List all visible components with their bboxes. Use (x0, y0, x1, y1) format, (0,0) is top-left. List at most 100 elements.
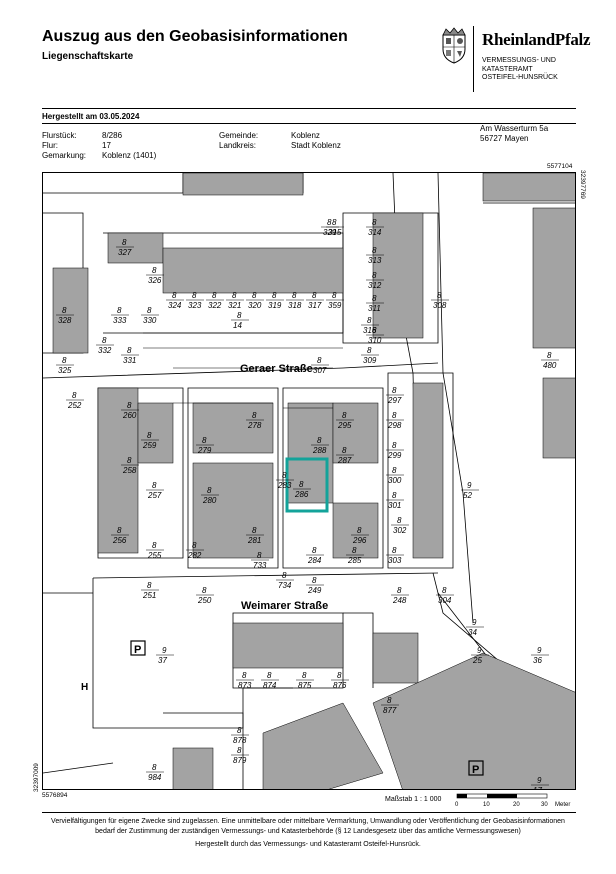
office-address: Am Wasserturm 5a 56727 Mayen (480, 124, 548, 144)
parcel-denominator: 279 (197, 446, 212, 455)
parcel-numerator: 8 (282, 571, 287, 580)
parcel-denominator: 359 (328, 301, 342, 310)
parcel-denominator: 307 (313, 366, 327, 375)
parcel-numerator: 8 (152, 763, 157, 772)
parcel-numerator: 8 (547, 351, 552, 360)
gemarkung-label: Gemarkung: (42, 151, 87, 160)
parcel-denominator: 480 (543, 361, 557, 370)
parcel-numerator: 8 (267, 671, 272, 680)
parcel-numerator: 9 (477, 646, 482, 655)
parcel-numerator: 8 (232, 291, 237, 300)
parcel-denominator: 260 (122, 411, 137, 420)
parcel-numerator: 8 (327, 218, 332, 227)
parcel-numerator: 8 (62, 306, 67, 315)
org-line-1: VERMESSUNGS- UND (482, 57, 556, 64)
meta-values-left: 8/286 17 Koblenz (1401) (102, 131, 156, 161)
parcel-numerator: 8 (152, 266, 157, 275)
parcel-denominator: 876 (333, 681, 347, 690)
parking-symbol-2 (468, 760, 484, 776)
parcel-denominator: 257 (147, 491, 162, 500)
parcel-denominator: 281 (247, 536, 261, 545)
parcel-denominator: 879 (233, 756, 247, 765)
parcel-numerator: 8 (392, 441, 397, 450)
parcel-denominator: 280 (202, 496, 217, 505)
parcel-denominator: 316 (363, 326, 377, 335)
parcel-denominator: 17 (533, 786, 542, 790)
parcel-denominator: 873 (238, 681, 252, 690)
flurstueck-value: 8/286 (102, 131, 123, 140)
parcel-numerator: 8 (202, 436, 207, 445)
parcel-denominator: 283 (277, 481, 292, 490)
org-line-2: KATASTERAMT (482, 65, 533, 73)
parcel-denominator: 323 (188, 301, 202, 310)
org-line-3: OSTEIFEL-HUNSRÜCK (482, 74, 558, 82)
parcel-denominator: 312 (368, 281, 382, 290)
parcel-numerator: 8 (372, 294, 377, 303)
parcel-denominator: 252 (67, 401, 82, 410)
parcel-numerator: 8 (372, 218, 377, 227)
parcel-denominator: 329 (323, 228, 337, 237)
meta-labels-right: Gemeinde: Landkreis: (219, 131, 258, 151)
parcel-numerator: 8 (302, 671, 307, 680)
parcel-denominator: 284 (307, 556, 322, 565)
scale-unit: Meter (555, 802, 570, 808)
legal-line-3: Hergestellt durch das Vermessungs- und K… (195, 841, 421, 848)
landkreis-label: Landkreis: (219, 141, 256, 150)
coord-top-right: 5577104 (547, 163, 573, 170)
parcel-denominator: 52 (463, 491, 472, 500)
parcel-denominator: 318 (288, 301, 302, 310)
parcel-numerator: 8 (387, 696, 392, 705)
parcel-denominator: 875 (298, 681, 312, 690)
parcel-denominator: 319 (268, 301, 282, 310)
legal-notice: Vervielfältigungen für eigene Zwecke sin… (30, 817, 586, 850)
parcel-denominator: 300 (388, 476, 402, 485)
parcel-denominator: 324 (168, 301, 182, 310)
parcel-denominator: 249 (307, 586, 322, 595)
parcel-numerator: 8 (342, 446, 347, 455)
parcel-denominator: 326 (148, 276, 162, 285)
parcel-denominator: 259 (142, 441, 157, 450)
parcel-denominator: 296 (352, 536, 367, 545)
parcel-denominator: 313 (368, 256, 382, 265)
footer-rule (42, 812, 576, 813)
parcel-denominator: 332 (98, 346, 112, 355)
parcel-denominator: 258 (122, 466, 137, 475)
parcel-denominator: 309 (363, 356, 377, 365)
parcel-numerator: 8 (207, 486, 212, 495)
parcel-numerator: 8 (122, 238, 127, 247)
parcel-denominator: 303 (388, 556, 402, 565)
parcel-numerator: 8 (317, 356, 322, 365)
scale-bar: 0 10 20 30 Meter (455, 793, 570, 808)
document-title: Auszug aus den Geobasisinformationen (42, 28, 348, 45)
highlighted-parcel[interactable] (285, 457, 329, 513)
parcel-denominator: 330 (143, 316, 157, 325)
parcel-numerator: 8 (147, 581, 152, 590)
parcel-denominator: 34 (468, 628, 477, 637)
parcel-denominator: 333 (113, 316, 127, 325)
parcel-numerator: 8 (292, 291, 297, 300)
parcel-denominator: 298 (387, 421, 402, 430)
parcel-numerator: 8 (62, 356, 67, 365)
scale-tick-0: 0 (455, 802, 459, 808)
parcel-denominator: 278 (247, 421, 262, 430)
parcel-denominator: 874 (263, 681, 277, 690)
parcel-denominator: 297 (387, 396, 402, 405)
parcel-numerator: 8 (192, 291, 197, 300)
parcel-denominator: 282 (187, 551, 202, 560)
meta-values-right: Koblenz Stadt Koblenz (291, 131, 341, 151)
scale-tick-10: 10 (483, 802, 490, 808)
parcel-numerator: 8 (252, 526, 257, 535)
parcel-denominator: 325 (58, 366, 72, 375)
garage-hatch-layer (143, 332, 343, 409)
parcel-denominator: 877 (383, 706, 397, 715)
parcel-numerator: 8 (257, 551, 262, 560)
document-subtitle: Liegenschaftskarte (42, 51, 134, 62)
parcel-denominator: 251 (142, 591, 156, 600)
parcel-denominator: 248 (392, 596, 407, 605)
parcel-numerator: 8 (192, 541, 197, 550)
parcel-numerator: 8 (312, 576, 317, 585)
parcel-denominator: 304 (438, 596, 452, 605)
parcel-denominator: 734 (278, 581, 292, 590)
legal-line-2: bedarf der Zustimmung der zuständigen Ve… (95, 827, 521, 835)
